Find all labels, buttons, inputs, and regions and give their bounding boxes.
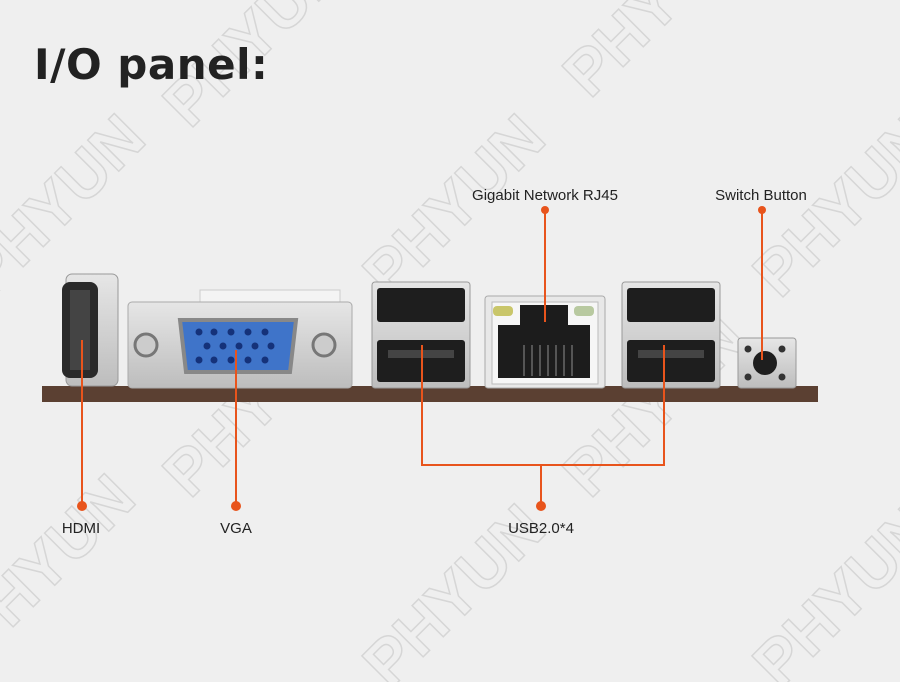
page-title: I/O panel: (34, 40, 269, 89)
leader-lines (81, 210, 763, 505)
vga-port (127, 289, 353, 389)
switch-button (737, 337, 797, 389)
label-hdmi: HDMI (61, 520, 101, 537)
label-usb: USB2.0*4 (508, 520, 574, 537)
svg-text:PHYUN: PHYUN (349, 101, 558, 310)
hdmi-port (62, 273, 119, 387)
svg-text:PHYUN: PHYUN (739, 101, 900, 310)
leader-dots (77, 206, 766, 511)
label-switch-button: Switch Button (715, 187, 807, 204)
svg-text:PHYUN: PHYUN (0, 461, 148, 670)
label-rj45: Gigabit Network RJ45 (472, 187, 618, 204)
usb-port-stack-left (371, 281, 471, 389)
svg-text:PHYUN: PHYUN (549, 0, 758, 110)
rj45-port (484, 295, 606, 389)
usb-port-stack-right (621, 281, 721, 389)
label-vga: VGA (220, 520, 252, 537)
svg-text:PHYUN: PHYUN (739, 491, 900, 682)
